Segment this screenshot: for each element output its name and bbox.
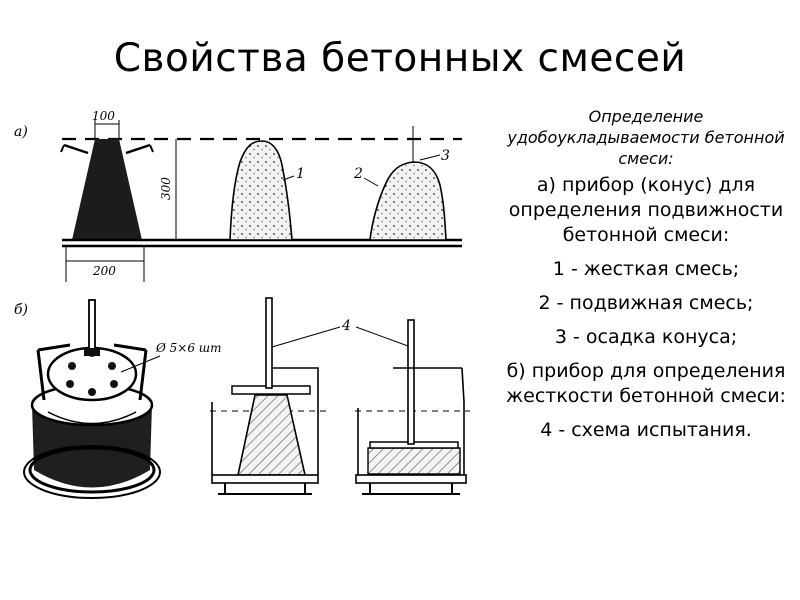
base-plate [62, 238, 462, 248]
part-b-label: б) [14, 302, 28, 318]
caption-part-a: а) прибор (конус) для определения подвиж… [508, 174, 784, 246]
mark-4: 4 [341, 318, 351, 334]
dimension-bottom: 200 [65, 246, 145, 282]
caption-item-3: 3 - осадка конуса; [554, 326, 738, 348]
slump-cone [60, 139, 154, 240]
test-scheme-cone [210, 297, 330, 495]
specimen-stiff-mix [229, 140, 293, 241]
caption-part-b: б) прибор для определения жесткости бето… [506, 360, 786, 407]
caption-item-4: 4 - схема испытания. [540, 419, 752, 441]
slump-dimension: 3 [412, 126, 450, 164]
dimension-height: 300 [159, 139, 177, 240]
mark-4-leaders: 4 [271, 318, 409, 348]
mark-2: 2 [353, 166, 363, 182]
mark-3: 3 [441, 148, 450, 164]
figure-caption: Определение удобоукладываемости бетонной… [500, 106, 792, 443]
slide-title: Свойства бетонных смесей [113, 36, 687, 81]
caption-intro: Определение удобоукладываемости бетонной… [507, 107, 785, 168]
dim-top-value: 100 [92, 109, 115, 123]
vebe-apparatus-cylinder [23, 299, 161, 499]
test-apparatus-figure: а) 100 300 200 1 2 [14, 109, 470, 499]
dimension-top: 100 [92, 109, 120, 139]
dim-bottom-value: 200 [92, 264, 116, 278]
caption-item-1: 1 - жесткая смесь; [552, 258, 740, 280]
caption-item-2: 2 - подвижная смесь; [538, 292, 754, 314]
part-a-label: а) [14, 124, 28, 140]
dim-height-value: 300 [159, 177, 173, 200]
holes-note: Ø 5×6 шт [155, 341, 222, 355]
test-scheme-settled [355, 319, 470, 495]
mark-1: 1 [296, 166, 305, 182]
specimen-plastic-mix [369, 161, 447, 241]
